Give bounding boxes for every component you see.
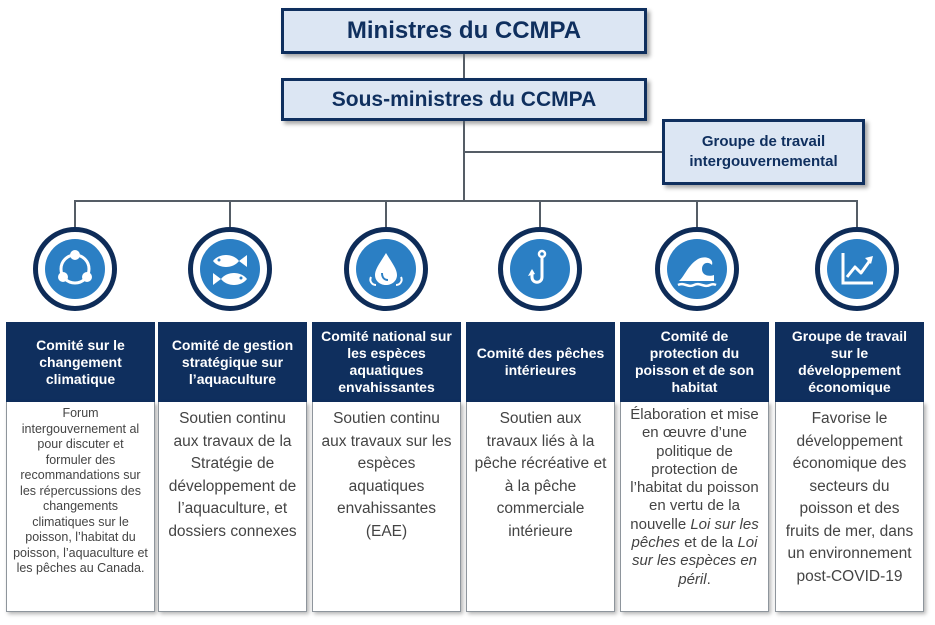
committee-description: Soutien aux travaux liés à la pêche récr… xyxy=(466,402,615,612)
committee-title: Comité de gestion stratégique sur l’aqua… xyxy=(158,322,307,402)
deputy-ministers-label: Sous-ministres du CCMPA xyxy=(331,87,597,111)
wave-icon xyxy=(677,257,717,288)
cycle-icon-circle xyxy=(33,227,117,311)
water-drop-icon-circle xyxy=(344,227,428,311)
connector-drop-4 xyxy=(539,200,541,230)
committee-title: Comité sur le changement climatique xyxy=(6,322,155,402)
growth-chart-icon-circle xyxy=(815,227,899,311)
connector-drop-5 xyxy=(696,200,698,230)
fish-icon-circle xyxy=(188,227,272,311)
wave-icon-circle xyxy=(655,227,739,311)
committee-invasive-species: Comité national sur les espèces aquatiqu… xyxy=(312,322,461,612)
connector-top xyxy=(463,54,465,78)
committee-inland-fisheries: Comité des pêches intérieures Soutien au… xyxy=(466,322,615,612)
connector-drop-3 xyxy=(385,200,387,230)
connector-drop-2 xyxy=(229,200,231,230)
committee-description: Favorise le développement économique des… xyxy=(775,402,924,612)
fishhook-icon-circle xyxy=(498,227,582,311)
intergovernmental-group-box: Groupe de travail intergouvernemental xyxy=(662,119,865,185)
committee-economic-development: Groupe de travail sur le développement é… xyxy=(775,322,924,612)
committee-aquaculture: Comité de gestion stratégique sur l’aqua… xyxy=(158,322,307,612)
committee-title: Comité de protection du poisson et de so… xyxy=(620,322,769,402)
growth-chart-icon xyxy=(841,253,873,285)
committee-description: Soutien continu aux travaux de la Straté… xyxy=(158,402,307,612)
committee-title: Comité national sur les espèces aquatiqu… xyxy=(312,322,461,402)
ministers-label: Ministres du CCMPA xyxy=(346,17,582,44)
committee-description: Élaboration et mise en œuvre d’une polit… xyxy=(620,402,769,612)
deputy-ministers-box: Sous-ministres du CCMPA xyxy=(281,78,647,121)
connector-horizontal xyxy=(74,200,857,202)
connector-side-branch xyxy=(463,151,662,153)
committee-description: Forum intergouvernement al pour discuter… xyxy=(6,402,155,612)
committee-climate-change: Comité sur le changement climatique Foru… xyxy=(6,322,155,612)
ministers-box: Ministres du CCMPA xyxy=(281,8,647,54)
committee-fish-habitat: Comité de protection du poisson et de so… xyxy=(620,322,769,612)
connector-drop-1 xyxy=(74,200,76,230)
committee-title: Comité des pêches intérieures xyxy=(466,322,615,402)
committee-title: Groupe de travail sur le développement é… xyxy=(775,322,924,402)
intergovernmental-group-label: Groupe de travail intergouvernemental xyxy=(689,133,838,170)
connector-trunk xyxy=(463,121,465,201)
committee-description: Soutien continu aux travaux sur les espè… xyxy=(312,402,461,612)
connector-drop-6 xyxy=(856,200,858,230)
fish-icon xyxy=(213,255,247,285)
water-drop-icon xyxy=(369,253,403,286)
cycle-icon xyxy=(58,250,92,285)
fishhook-icon xyxy=(528,249,547,284)
